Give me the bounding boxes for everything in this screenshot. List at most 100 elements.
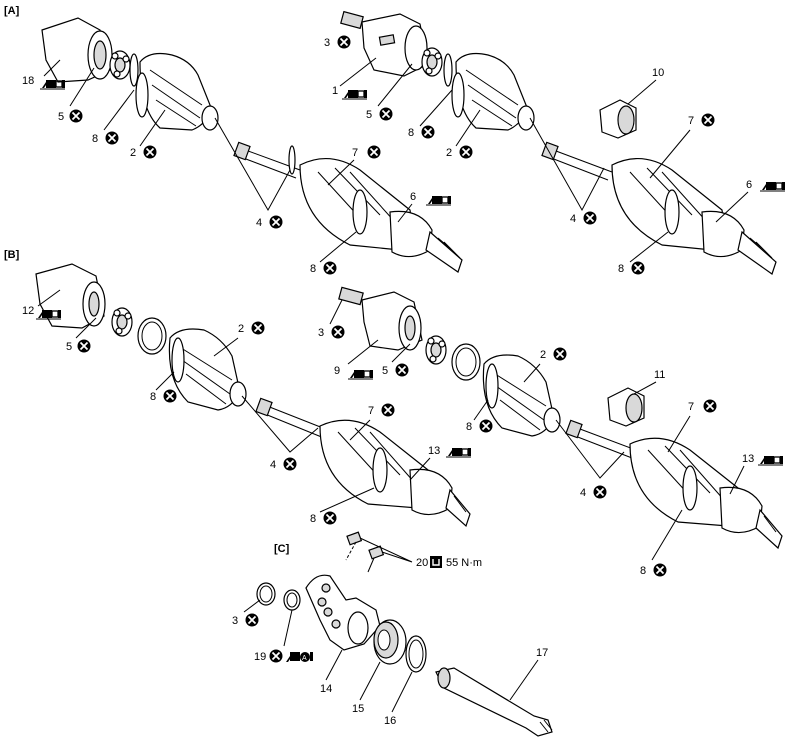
bolt <box>367 545 385 573</box>
torque-value: 55 N·m <box>446 557 482 569</box>
callout-2: 2 <box>130 147 136 159</box>
discard-icon <box>478 418 494 434</box>
callout-8: 8 <box>408 127 414 139</box>
grease-icon <box>39 79 66 90</box>
leader-20 <box>359 537 413 563</box>
outer-race-housing <box>35 263 106 329</box>
discard-icon <box>268 214 284 230</box>
stub-shaft <box>338 286 364 306</box>
callout-8: 8 <box>618 263 624 275</box>
callout-12: 12 <box>22 305 34 317</box>
callout-2: 2 <box>238 323 244 335</box>
discard-icon <box>244 612 260 628</box>
bolt <box>345 531 363 561</box>
outer-cv-joint-a-left <box>389 210 463 273</box>
discard-icon <box>68 108 84 124</box>
discard-icon <box>380 402 396 418</box>
callout-3: 3 <box>324 37 330 49</box>
drive-shaft-a-right <box>541 141 613 181</box>
callout-7: 7 <box>688 401 694 413</box>
intermediate-shaft <box>435 667 553 737</box>
callout-19: 19 <box>254 651 266 663</box>
damper-weight <box>607 387 645 427</box>
discard-icon <box>378 106 394 122</box>
discard-icon <box>592 484 608 500</box>
leader-4 <box>214 117 291 212</box>
discard-icon <box>330 324 346 340</box>
discard-icon <box>336 34 352 50</box>
inner-boot <box>139 52 219 131</box>
grease-icon <box>757 455 784 466</box>
discard-icon <box>76 338 92 354</box>
grease-icon <box>759 181 786 192</box>
discard-icon <box>582 210 598 226</box>
callout-17: 17 <box>536 647 548 659</box>
stub-shaft <box>340 10 364 30</box>
callout-13: 13 <box>742 453 754 465</box>
callout-4: 4 <box>580 487 586 499</box>
torque-wrench-icon <box>430 556 442 568</box>
callout-1: 1 <box>332 85 338 97</box>
boot-clamp <box>664 189 680 235</box>
center-bearing <box>373 619 407 665</box>
discard-icon <box>652 562 668 578</box>
callout-8: 8 <box>150 391 156 403</box>
section-c-label: [C] <box>274 543 290 555</box>
boot-clamp <box>451 72 465 118</box>
callout-4: 4 <box>570 213 576 225</box>
callout-16: 16 <box>384 715 396 727</box>
callout-5: 5 <box>66 341 72 353</box>
callout-10: 10 <box>652 67 664 79</box>
discard-icon <box>282 456 298 472</box>
section-b-label: [B] <box>4 249 20 261</box>
boot-band <box>288 145 296 175</box>
boot-clamp <box>352 189 368 235</box>
callout-14: 14 <box>320 683 332 695</box>
discard-icon <box>552 346 568 362</box>
outer-race-housing <box>361 13 429 77</box>
tripod-joint <box>421 47 443 77</box>
leader-4 <box>241 395 319 453</box>
callout-8: 8 <box>92 133 98 145</box>
inner-boot <box>455 52 535 131</box>
boot-clamp <box>171 337 185 383</box>
discard-icon <box>702 398 718 414</box>
callout-8: 8 <box>466 421 472 433</box>
callout-8: 8 <box>640 565 646 577</box>
callout-3: 3 <box>232 615 238 627</box>
discard-icon <box>630 260 646 276</box>
tripod-joint <box>109 50 131 80</box>
callout-7: 7 <box>368 405 374 417</box>
outer-race-housing <box>361 291 423 351</box>
discard-icon <box>420 124 436 140</box>
outer-cv-joint-a-right <box>701 210 777 275</box>
leader-4 <box>555 419 625 479</box>
callout-15: 15 <box>352 703 364 715</box>
boot-clamp <box>485 363 499 409</box>
callout-13: 13 <box>428 445 440 457</box>
callout-2: 2 <box>540 349 546 361</box>
callout-5: 5 <box>366 109 372 121</box>
drive-shaft-a-left <box>233 141 301 179</box>
callout-6: 6 <box>746 179 752 191</box>
circlip <box>443 53 453 87</box>
discard-icon <box>250 320 266 336</box>
callout-7: 7 <box>352 147 358 159</box>
callout-8: 8 <box>310 513 316 525</box>
grease-icon <box>347 369 374 380</box>
callout-7: 7 <box>688 115 694 127</box>
circlip <box>129 53 139 87</box>
callout-5: 5 <box>58 111 64 123</box>
discard-icon <box>700 112 716 128</box>
discard-icon <box>366 144 382 160</box>
callout-5: 5 <box>382 365 388 377</box>
callout-20: 20 <box>416 557 428 569</box>
callout-2: 2 <box>446 147 452 159</box>
section-a-label: [A] <box>4 5 20 17</box>
boot-clamp <box>135 72 149 118</box>
grease-icon <box>425 195 452 206</box>
callout-11: 11 <box>654 369 665 381</box>
grease-a-icon: A <box>286 652 313 662</box>
